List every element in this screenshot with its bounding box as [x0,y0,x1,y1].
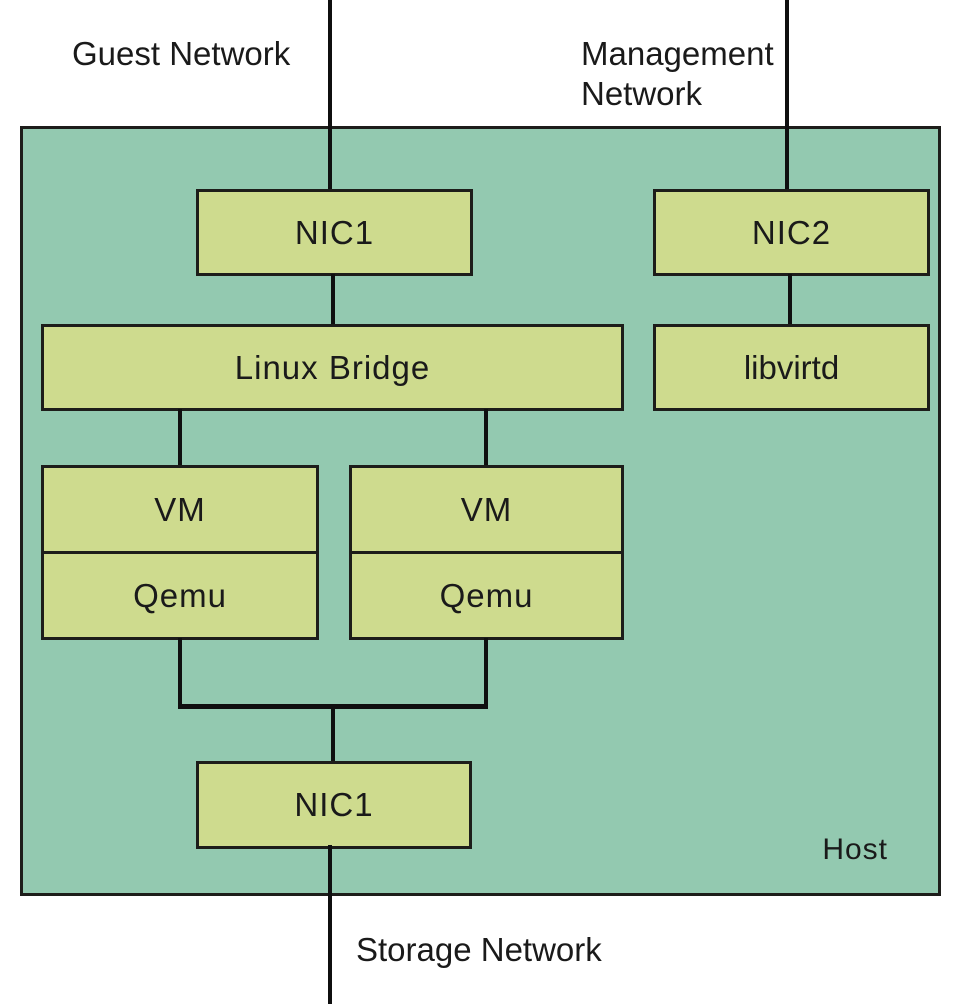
storage-network-label: Storage Network [356,931,602,968]
nic1-bottom-box: NIC1 [196,761,472,849]
nic2-box: NIC2 [653,189,930,276]
guest-network-label: Guest Network [72,35,291,72]
connector-join-to-nic1-bottom [331,707,335,761]
connector-qemu-right-down [484,638,488,708]
qemu-left-label: Qemu [44,551,316,637]
connector-nic1-to-bridge [331,274,335,324]
vm-left-label: VM [154,490,206,528]
libvirtd-box: libvirtd [653,324,930,411]
vm-stack-left: VM Qemu [41,465,319,640]
management-network-label: Management Network [581,35,774,112]
host-box: NIC1 NIC2 Linux Bridge libvirtd VM Qemu … [20,126,941,896]
linux-bridge-box: Linux Bridge [41,324,624,411]
management-network-line [785,0,789,189]
connector-qemu-left-down [178,638,182,708]
connector-bridge-to-vm-left [178,409,182,465]
nic1-top-box: NIC1 [196,189,473,276]
storage-network-line [328,845,332,1004]
connector-nic2-to-libvirtd [788,274,792,324]
vm-stack-right: VM Qemu [349,465,624,640]
host-label: Host [822,833,888,866]
qemu-right-label: Qemu [352,551,621,637]
connector-horizontal-join [178,704,488,709]
connector-bridge-to-vm-right [484,409,488,465]
vm-right-label: VM [460,490,513,528]
guest-network-line [328,0,332,189]
